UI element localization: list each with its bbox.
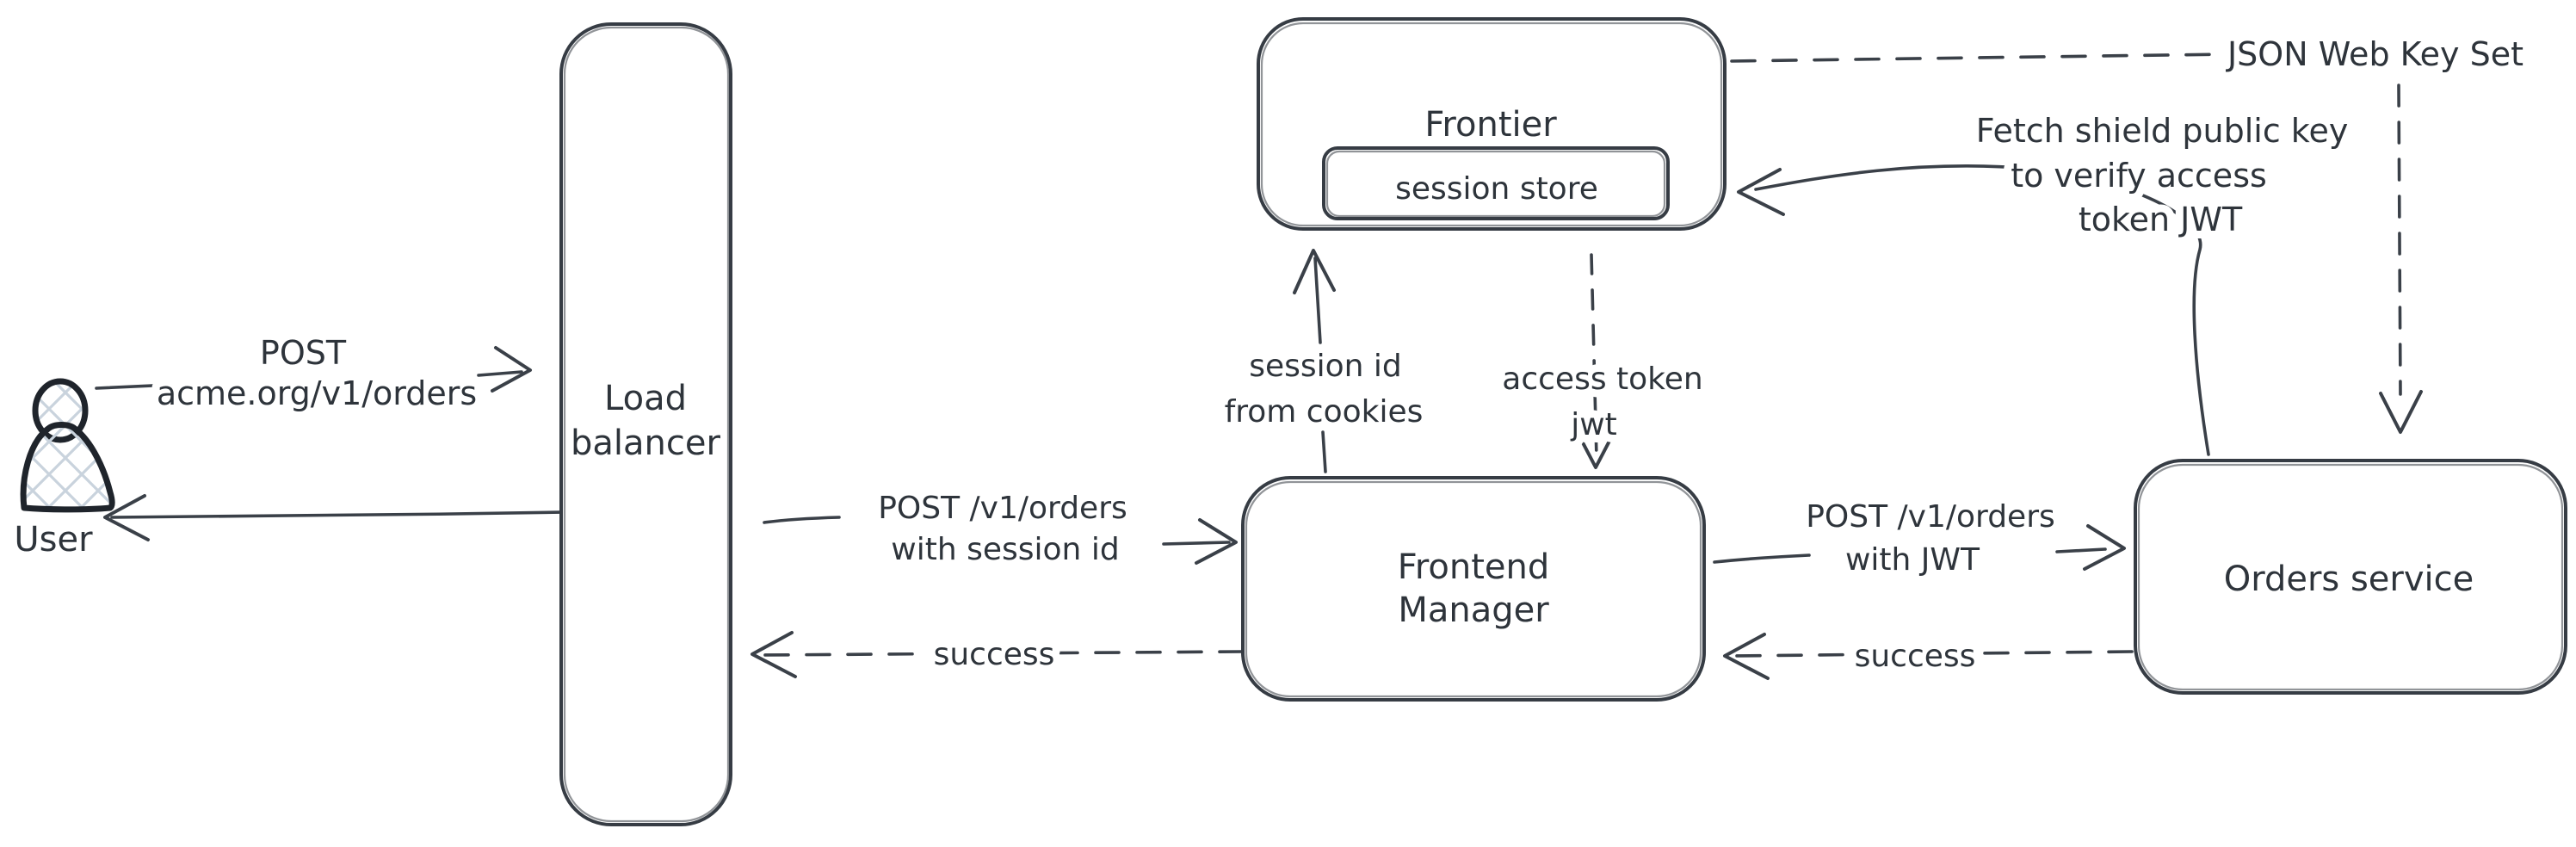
edge-label: jwt: [1570, 407, 1617, 442]
edge-frontier-to-frontend-manager: access token jwt: [1494, 253, 1711, 469]
edge-label: success: [934, 637, 1055, 672]
edge-frontend-manager-to-frontier: session id from cookies: [1217, 249, 1430, 473]
edge-line: [477, 370, 523, 377]
arrowhead-up-icon: [1293, 249, 1336, 294]
frontier-box-sketch: [1260, 22, 1723, 227]
frontend-manager-node: Frontend Manager: [1241, 476, 1706, 702]
edge-label: session id: [1249, 349, 1402, 384]
edge-line-dashed: [1730, 53, 2227, 63]
arrowhead-left-icon: [1723, 633, 1770, 680]
orders-service-box-sketch: [2137, 463, 2564, 691]
edge-user-to-load-balancer: POST acme.org/v1/orders: [95, 326, 532, 420]
edge-label: success: [1855, 639, 1976, 674]
load-balancer-box-sketch: [563, 26, 730, 823]
arrowhead-left-icon: [751, 631, 797, 678]
edge-frontend-manager-to-load-balancer-success: success: [751, 629, 1245, 680]
edge-frontier-to-jwks: JSON Web Key Set: [1730, 35, 2523, 434]
edge-line: [1313, 257, 1322, 344]
edge-line: [763, 516, 841, 524]
frontier-node: Frontier session store: [1257, 17, 1727, 231]
user-label: User: [14, 520, 93, 560]
orders-service-label: Orders service: [2224, 560, 2474, 599]
edge-orders-service-to-frontend-manager-success: success: [1723, 631, 2134, 682]
edge-label: with JWT: [1845, 542, 1980, 578]
edge-line: [1713, 553, 1811, 564]
edge-line-dashed: [1732, 650, 2134, 658]
orders-service-box: [2134, 459, 2567, 695]
load-balancer-label: Load: [604, 379, 687, 418]
load-balancer-box: [559, 22, 732, 826]
edge-line-dashed: [2397, 83, 2402, 396]
arrowhead-right-icon: [2083, 524, 2126, 571]
frontend-manager-box: [1241, 476, 1706, 702]
frontend-manager-label: Frontend: [1398, 547, 1550, 587]
edge-label: from cookies: [1225, 394, 1424, 430]
load-balancer-label: balancer: [571, 424, 720, 463]
edge-line: [1754, 164, 2210, 456]
session-store-box: [1322, 146, 1670, 220]
session-store-label: session store: [1395, 171, 1598, 207]
edge-line: [1162, 541, 1231, 546]
arrowhead-left-icon: [103, 494, 150, 541]
orders-service-node: Orders service: [2134, 459, 2567, 695]
edge-line: [95, 381, 211, 390]
edge-load-balancer-to-frontend-manager: POST /v1/orders with session id: [763, 483, 1238, 575]
edge-label: POST /v1/orders: [1806, 499, 2055, 535]
frontend-manager-box-sketch: [1245, 480, 1702, 698]
edge-label: POST: [260, 334, 347, 372]
arrowhead-right-icon: [1195, 518, 1238, 565]
arrowhead-down-icon: [1573, 424, 1619, 469]
edge-label: POST /v1/orders: [878, 491, 1127, 526]
user-icon-body: [20, 422, 115, 513]
edge-label: token JWT: [2079, 201, 2243, 238]
edge-line: [2055, 547, 2107, 553]
user-node: User: [14, 378, 115, 560]
edge-line: [1321, 430, 1327, 473]
jwks-label: JSON Web Key Set: [2226, 35, 2523, 73]
arrowhead-down-icon: [2379, 390, 2423, 434]
frontier-label: Frontier: [1424, 105, 1557, 145]
edge-label: acme.org/v1/orders: [157, 374, 477, 412]
edge-label: Fetch shield public key: [1976, 112, 2349, 150]
edge-frontend-manager-to-orders-service: POST /v1/orders with JWT: [1713, 492, 2126, 585]
arrowhead-left-icon: [1737, 168, 1785, 216]
edge-line-dashed: [1590, 253, 1598, 460]
edge-label: access token: [1502, 362, 1702, 397]
load-balancer-node: Load balancer: [559, 22, 732, 826]
edge-label: to verify access: [2011, 157, 2267, 195]
frontend-manager-label: Manager: [1398, 590, 1549, 630]
session-store-box-sketch: [1325, 150, 1666, 218]
edge-label: with session id: [891, 532, 1119, 567]
arrowhead-right-icon: [491, 346, 532, 393]
edge-orders-service-to-frontier: Fetch shield public key to verify access…: [1737, 104, 2356, 456]
